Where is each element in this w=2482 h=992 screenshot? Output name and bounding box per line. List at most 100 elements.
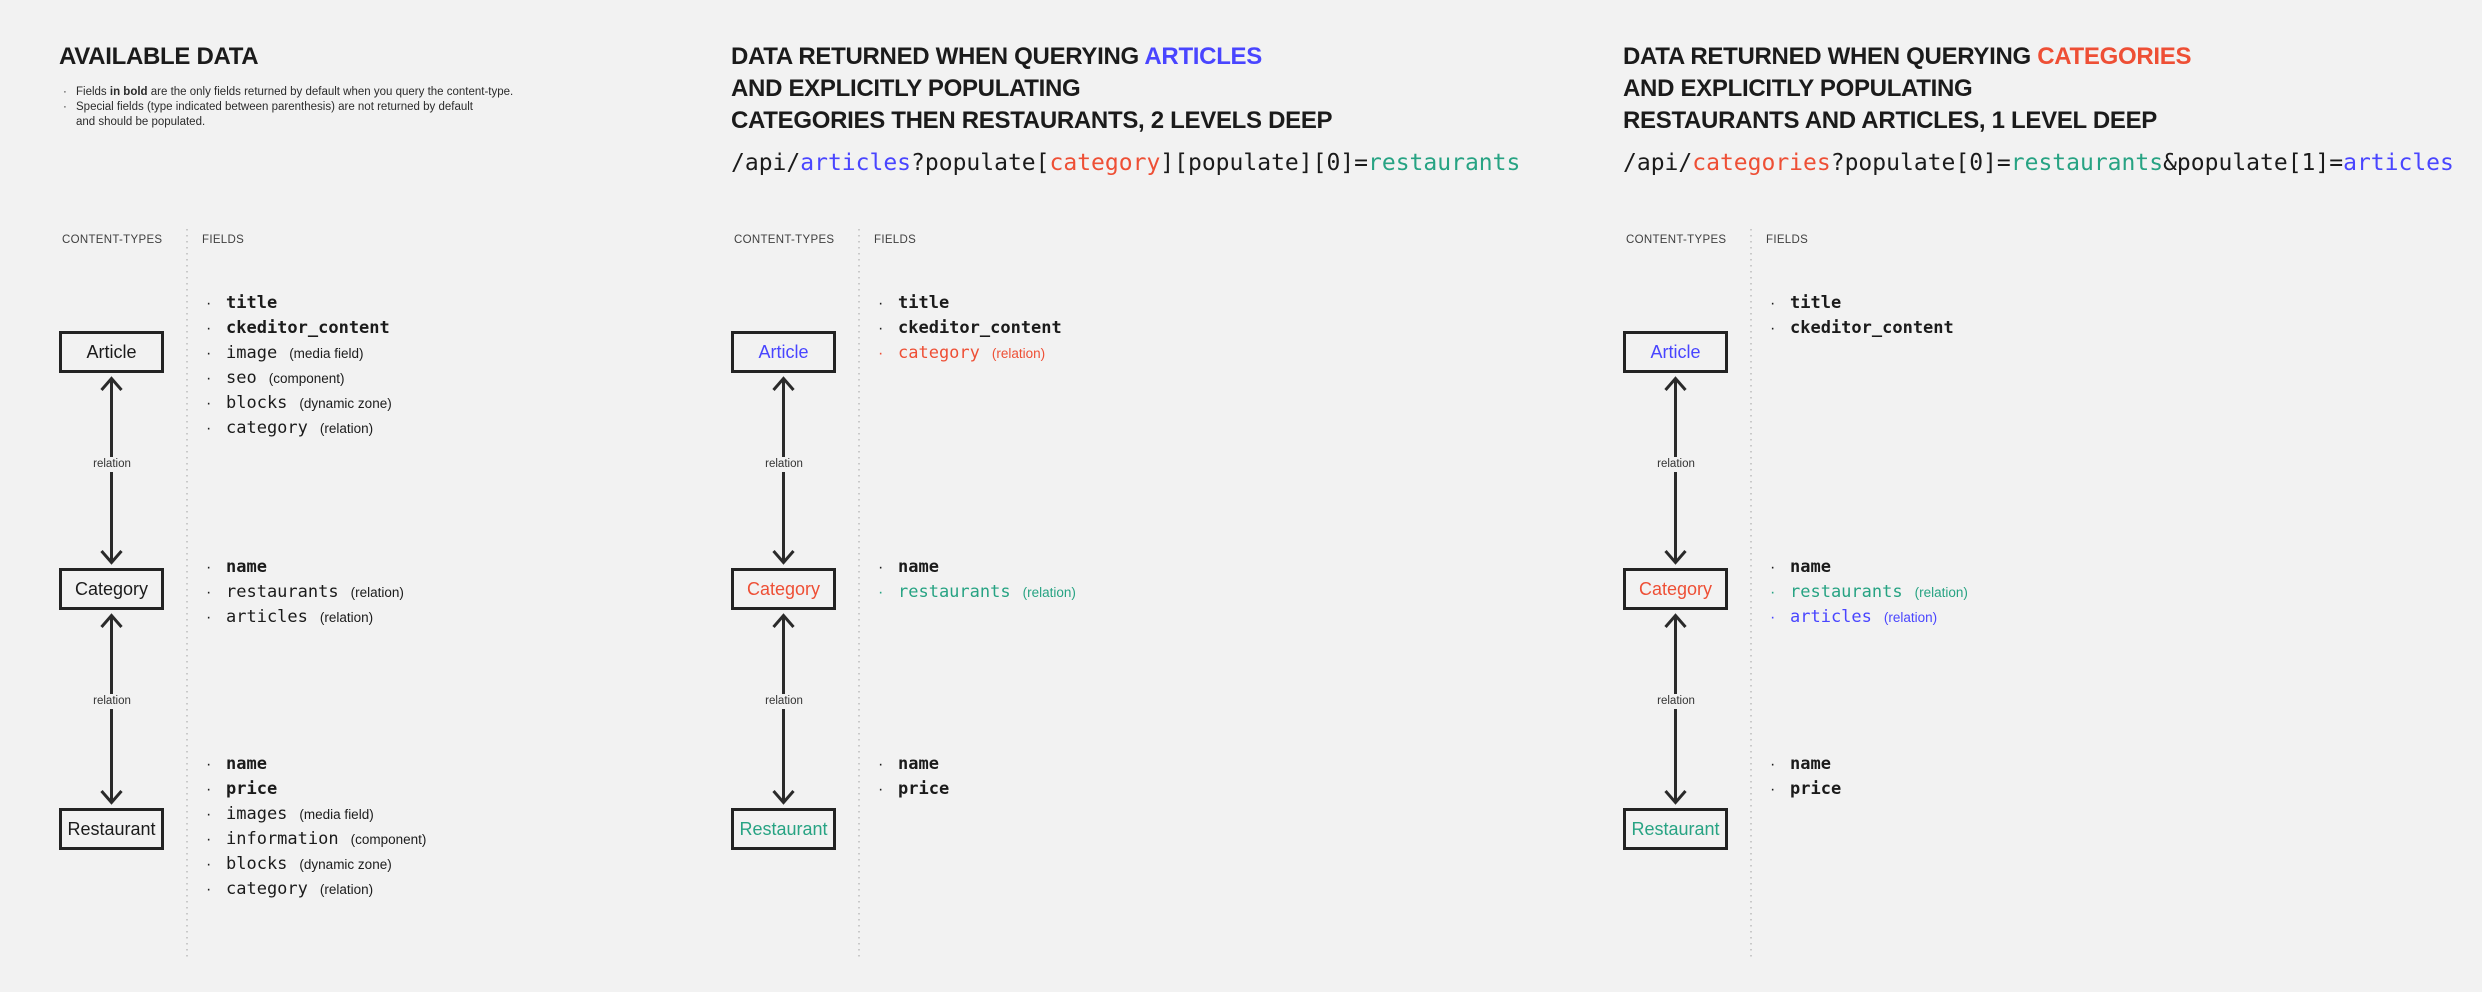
content-type-box-label: Category xyxy=(746,578,821,599)
content-types-column-label: CONTENT-TYPES xyxy=(734,234,835,246)
text-span: restaurants xyxy=(2010,150,2164,176)
field-bullet: · xyxy=(206,559,212,576)
field-type-annotation: (dynamic zone) xyxy=(299,396,392,411)
text-span: ?populate[ xyxy=(911,150,1050,176)
field-bullet: · xyxy=(206,881,212,898)
field-item: ·name xyxy=(1768,555,1968,580)
fields-column-label: FIELDS xyxy=(874,234,917,246)
content-type-box-label: Restaurant xyxy=(1631,818,1720,839)
field-item: ·restaurants(relation) xyxy=(876,580,1076,605)
field-bullet: · xyxy=(1770,559,1776,576)
field-item: ·category(relation) xyxy=(204,416,392,441)
panel-title-line: CATEGORIES THEN RESTAURANTS, 2 LEVELS DE… xyxy=(731,105,1333,137)
field-name: price xyxy=(898,779,950,799)
field-bullet: · xyxy=(878,559,884,576)
relation-label: relation xyxy=(760,457,808,472)
field-item: ·ckeditor_content xyxy=(204,316,392,341)
field-item: ·title xyxy=(876,291,1062,316)
field-type-annotation: (relation) xyxy=(991,346,1046,361)
relation-label: relation xyxy=(1652,694,1700,709)
text-span: category xyxy=(1049,150,1161,176)
field-name: blocks xyxy=(226,393,288,413)
field-name: title xyxy=(1790,293,1842,313)
field-item: · title xyxy=(1768,291,1954,316)
text-span: ][populate][0]= xyxy=(1160,150,1369,176)
note-line: and should be populated. xyxy=(76,115,473,130)
text-span: DATA RETURNED WHEN QUERYING xyxy=(731,43,1145,70)
field-bullet: · xyxy=(1770,609,1776,626)
field-bullet: · xyxy=(206,781,212,798)
field-name: images xyxy=(226,804,288,824)
content-types-column-label: CONTENT-TYPES xyxy=(1626,234,1727,246)
fields-list-category: ·name·restaurants(relation)·articles(rel… xyxy=(1768,555,1968,630)
relation-label: relation xyxy=(1652,457,1700,472)
text-span: Special fields (type indicated between p… xyxy=(76,101,473,113)
relation-arrow xyxy=(98,612,125,806)
field-name: price xyxy=(226,779,278,799)
text-span: /api/ xyxy=(1623,150,1693,176)
field-item: ·restaurants(relation) xyxy=(204,580,404,605)
field-type-annotation: (component) xyxy=(268,371,345,386)
field-bullet: · xyxy=(206,806,212,823)
field-bullet: · xyxy=(878,781,884,798)
field-name: ckeditor_content xyxy=(226,318,390,338)
field-item: ·information(component) xyxy=(204,827,426,852)
panel-title-line: AVAILABLE DATA xyxy=(59,41,259,73)
field-item: · category (relation) xyxy=(876,341,1062,366)
field-bullet: · xyxy=(206,345,212,362)
relation-arrow-glyph xyxy=(1664,613,1687,805)
content-type-box-restaurant: Restaurant xyxy=(731,808,836,850)
field-type-annotation: (component) xyxy=(350,832,427,847)
note-line: Special fields (type indicated between p… xyxy=(76,100,473,115)
text-span: DATA RETURNED WHEN QUERYING xyxy=(1623,43,2038,70)
text-span: in bold xyxy=(109,86,148,98)
field-bullet: · xyxy=(878,345,884,362)
field-bullet: · xyxy=(1770,295,1776,312)
field-name: category xyxy=(898,343,980,363)
field-item: ·blocks(dynamic zone) xyxy=(204,391,392,416)
content-type-box-category: Category xyxy=(731,568,836,610)
dotted-divider-line xyxy=(186,229,188,957)
field-name: title xyxy=(898,293,950,313)
field-name: title xyxy=(226,293,278,313)
field-bullet: · xyxy=(206,856,212,873)
field-item: · price xyxy=(876,777,949,802)
text-span: AVAILABLE DATA xyxy=(59,43,259,70)
content-type-box-restaurant: Restaurant xyxy=(1623,808,1728,850)
field-bullet: · xyxy=(878,584,884,601)
text-span: CATEGORIES xyxy=(2037,43,2192,70)
field-bullet: · xyxy=(1770,756,1776,773)
note-bullet: · xyxy=(63,86,67,98)
panel-query-categories: DATA RETURNED WHEN QUERYING CATEGORIES AN… xyxy=(1622,0,2454,992)
text-span: AND EXPLICITLY POPULATING xyxy=(1623,75,1973,102)
field-bullet: · xyxy=(206,370,212,387)
field-name: seo xyxy=(226,368,257,388)
content-type-box-label: Category xyxy=(1638,578,1713,599)
field-name: restaurants xyxy=(1790,582,1903,602)
relation-arrow xyxy=(1662,612,1689,806)
content-type-box-label: Article xyxy=(1650,341,1701,362)
text-span: RESTAURANTS AND ARTICLES, 1 LEVEL DEEP xyxy=(1623,107,2157,134)
field-type-annotation: (relation) xyxy=(350,585,404,600)
text-span: ?populate[0]= xyxy=(1830,150,2011,176)
content-type-box-article: Article xyxy=(731,331,836,373)
field-item: ·restaurants(relation) xyxy=(1768,580,1968,605)
note-item: ·Special fields (type indicated between … xyxy=(63,100,533,130)
note-text: Special fields (type indicated between p… xyxy=(76,100,473,130)
field-item: ·ckeditor_content xyxy=(876,316,1062,341)
field-item: · seo (component) xyxy=(204,366,392,391)
panel-title-line: DATA RETURNED WHEN QUERYING ARTICLES xyxy=(731,41,1332,73)
fields-list-category: ·name·restaurants(relation)·articles(rel… xyxy=(204,555,404,630)
panel-title: DATA RETURNED WHEN QUERYING CATEGORIES AN… xyxy=(1623,41,2191,137)
fields-list-article: ·title·ckeditor_content·image(media fiel… xyxy=(204,291,392,441)
relation-label: relation xyxy=(760,694,808,709)
content-type-box-label: Category xyxy=(74,578,149,599)
text-span: AND EXPLICITLY POPULATING xyxy=(731,75,1081,102)
fields-list-article: ·title·ckeditor_content xyxy=(1768,291,1954,341)
content-type-box-label: Article xyxy=(758,341,809,362)
field-name: restaurants xyxy=(898,582,1011,602)
field-bullet: · xyxy=(878,320,884,337)
field-bullet: · xyxy=(206,756,212,773)
field-bullet: · xyxy=(1770,781,1776,798)
